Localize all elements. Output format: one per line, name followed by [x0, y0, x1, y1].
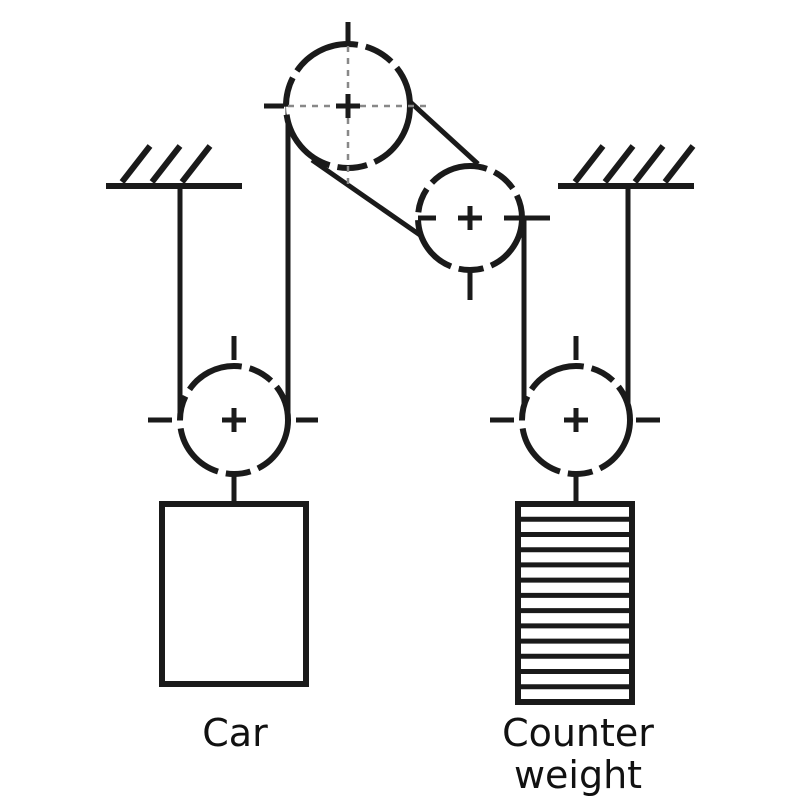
left-ceiling-anchor	[106, 144, 242, 189]
counterweight-label-line1: Counter	[502, 711, 654, 755]
counterweight-label-line2: weight	[513, 753, 643, 797]
car-box	[159, 501, 309, 687]
deflector-sheave	[415, 163, 550, 300]
car-label: Car	[202, 711, 268, 755]
counterweight-label: Counter weight	[478, 712, 678, 796]
counterweight-frame	[515, 501, 635, 705]
counterweight-pulley	[490, 336, 660, 504]
counterweight-stack	[515, 501, 635, 705]
right-ceiling-anchor	[558, 144, 696, 189]
traction-sheave	[264, 22, 432, 190]
ropes	[177, 98, 631, 420]
car-pulley	[148, 336, 318, 504]
